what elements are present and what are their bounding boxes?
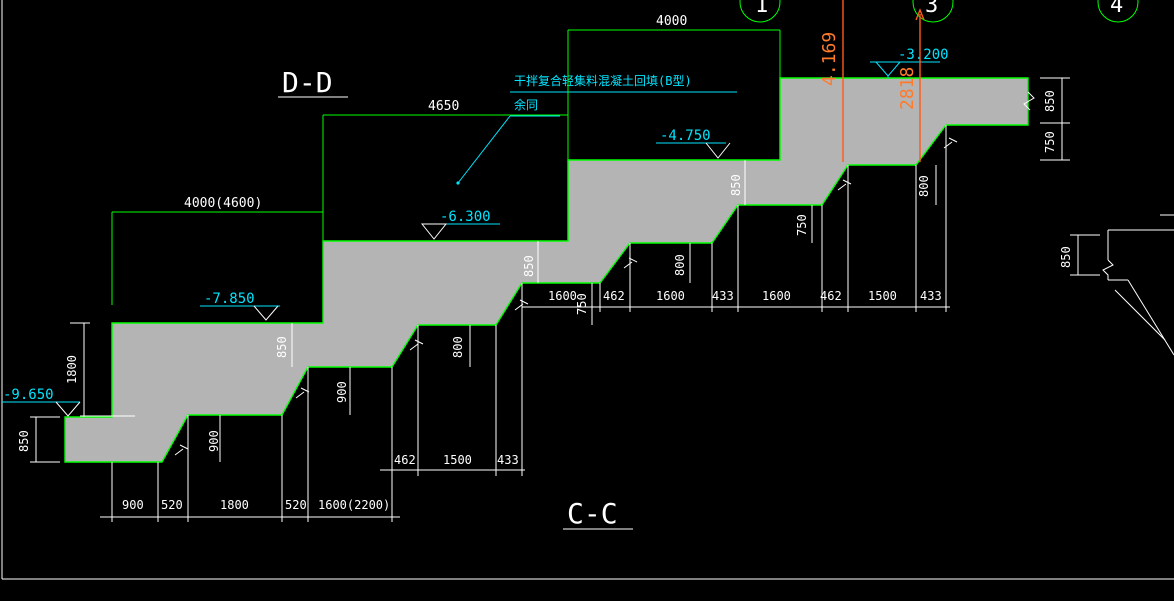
row3-900: 900 — [122, 498, 144, 512]
dim-800-b: 800 — [673, 254, 687, 276]
section-title-cc: C-C — [567, 497, 618, 530]
adjacent-detail: 850 — [1059, 214, 1174, 356]
row3-1800: 1800 — [220, 498, 249, 512]
note-line-2: 余同 — [514, 97, 538, 112]
grid-label-3: 3 — [925, 0, 938, 18]
grid-bubble-4 — [1097, 0, 1139, 23]
note-line-1: 干拌复合轻集料混凝土回填(B型) — [514, 73, 692, 88]
dim-850-b: 850 — [275, 336, 289, 358]
right-dims: 850 750 — [1040, 77, 1070, 161]
backfill-note: 干拌复合轻集料混凝土回填(B型) 余同 — [456, 73, 737, 185]
row1-433-b: 433 — [920, 289, 942, 303]
elevation-marker-3: -6.300 — [420, 209, 500, 240]
dim-right-750: 750 — [1043, 131, 1057, 153]
dim-900-b: 900 — [335, 381, 349, 403]
dim-750-b: 750 — [795, 214, 809, 236]
dim-800-a: 800 — [451, 336, 465, 358]
drawing-frame — [1, 0, 1174, 580]
step-dims: 1800 850 900 850 900 800 850 750 800 850… — [17, 160, 937, 463]
row1-462-b: 462 — [820, 289, 842, 303]
elevation-label-3: -6.300 — [440, 209, 491, 225]
dim-850-d: 850 — [729, 174, 743, 196]
elevation-marker-1: -3.200 — [870, 47, 949, 78]
elevation-label-1: -3.200 — [898, 47, 949, 63]
row1-462-a: 462 — [603, 289, 625, 303]
break-line — [1023, 91, 1035, 111]
dim-4000-4600-label: 4000(4600) — [184, 196, 262, 211]
grid-bubbles: 1 3 4 — [739, 0, 1139, 23]
dim-row-3: 900 520 1800 520 1600(2200) — [100, 367, 400, 522]
orange-reference: 4.169 2818 — [819, 0, 925, 162]
row2-1500: 1500 — [443, 453, 472, 467]
dim-right-850b: 850 — [1059, 246, 1073, 268]
dim-850-a: 850 — [17, 430, 31, 452]
dim-4000-label: 4000 — [656, 14, 687, 29]
grid-bubble-3 — [912, 0, 954, 23]
dim-row-2: 462 1500 433 — [380, 283, 525, 476]
orange-label-4169: 4.169 — [819, 32, 840, 86]
dim-4650-label: 4650 — [428, 99, 459, 114]
dim-chain-4000-4600: 4000(4600) — [111, 196, 324, 305]
row3-520-b: 520 — [285, 498, 307, 512]
dim-right-850: 850 — [1043, 90, 1057, 112]
row3-520-a: 520 — [161, 498, 183, 512]
elevation-label-2: -4.750 — [660, 128, 711, 144]
orange-label-2818: 2818 — [897, 67, 918, 110]
row1-1500: 1500 — [868, 289, 897, 303]
grid-bubble-1 — [739, 0, 781, 23]
dim-1800: 1800 — [65, 355, 79, 384]
elevation-marker-2: -4.750 — [656, 128, 731, 159]
grid-label-4: 4 — [1110, 0, 1123, 18]
section-title-dd: D-D — [282, 66, 333, 99]
dim-900-a: 900 — [207, 430, 221, 452]
row1-433-a: 433 — [712, 289, 734, 303]
elevation-label-5: -9.650 — [3, 387, 54, 403]
elevation-label-4: -7.850 — [204, 291, 255, 307]
grid-label-1: 1 — [755, 0, 768, 18]
row2-433: 433 — [497, 453, 519, 467]
row3-1600-2200: 1600(2200) — [318, 498, 390, 512]
row2-462: 462 — [394, 453, 416, 467]
stair-section-fill — [64, 77, 1029, 463]
elevation-marker-5: -9.650 — [2, 387, 135, 417]
row1-1600-a: 1600 — [548, 289, 577, 303]
slope-markers — [174, 137, 958, 456]
elevation-marker-4: -7.850 — [200, 291, 280, 321]
dim-800-c: 800 — [917, 175, 931, 197]
dim-750-a: 750 — [575, 293, 589, 315]
dim-row-1: 1600 462 1600 433 1600 462 1500 433 — [522, 125, 950, 312]
row1-1600-b: 1600 — [656, 289, 685, 303]
row1-1600-c: 1600 — [762, 289, 791, 303]
dim-850-c: 850 — [522, 255, 536, 277]
